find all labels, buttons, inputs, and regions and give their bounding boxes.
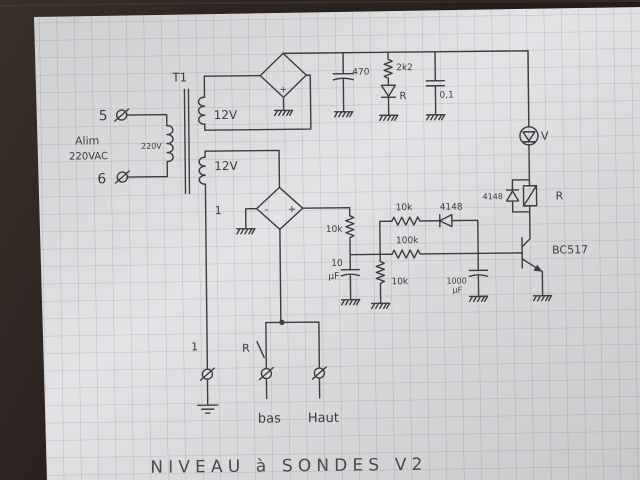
wire-secondary-to-bridge-right <box>204 74 312 131</box>
capacitor-1000uf: 1000 µF <box>446 252 489 303</box>
secondary-bottom-voltage-label: 12V <box>214 159 238 173</box>
relay-coil: R <box>522 185 564 231</box>
probe-stage: - + 10k 10 µF 100k 10k <box>191 149 523 427</box>
secondary-coil-bottom <box>198 156 207 185</box>
primary-wire-top <box>125 113 168 127</box>
led-green: V <box>519 126 549 187</box>
wire-secondary-to-bridge-left <box>203 74 261 98</box>
resistor-10k-branch: 10k <box>391 203 441 226</box>
wire-probe-leads <box>265 378 321 400</box>
capacitor-1000uf-unit: µF <box>452 286 462 295</box>
resistor-2k2: 2k2 <box>383 51 413 86</box>
transformer-t1: T1 5 6 Alim 220VAC 220V 12V 12V <box>69 70 239 195</box>
wire-label-1-top: 1 <box>215 204 222 217</box>
transformer-name: T1 <box>171 70 187 84</box>
resistor-2k2-label: 2k2 <box>396 63 413 73</box>
primary-coil <box>166 124 174 163</box>
diode-4148-branch: 4148 <box>439 203 479 255</box>
terminal-6-label: 6 <box>97 171 106 187</box>
diagram-title: NIVEAU à SONDES V2 <box>150 455 422 478</box>
relay-label: R <box>555 189 563 202</box>
capacitor-1000uf-value: 1000 <box>446 276 466 285</box>
resistor-100k: 100k <box>391 236 523 259</box>
capacitor-10uf-value: 10 <box>331 259 343 269</box>
wire-secondary-to-bridge-top <box>204 149 281 189</box>
resistor-10k-series-label: 10k <box>326 225 344 235</box>
bridge-top-plus-mark: + <box>279 85 287 95</box>
secondary-top-voltage-label: 12V <box>214 108 238 122</box>
secondary-coil-top <box>197 96 206 125</box>
wire-probe-split <box>265 321 321 369</box>
bridge-rectifier-top <box>259 52 307 99</box>
wire-common-return <box>204 183 209 369</box>
terminal-5-label: 5 <box>99 108 108 124</box>
resistor-10k-pulldown: 10k <box>370 253 409 310</box>
diode-4148-branch-label: 4148 <box>440 203 463 213</box>
transformer-core <box>183 88 191 195</box>
circuit-drawing: T1 5 6 Alim 220VAC 220V 12V 12V + <box>69 50 588 478</box>
capacitor-0-1-label: 0,1 <box>439 91 453 101</box>
wire-bridge-negative-to-probes <box>279 228 282 324</box>
positive-rail <box>282 50 530 128</box>
primary-wire-bottom <box>126 160 169 178</box>
led-green-label: V <box>541 130 549 143</box>
supply-label: Alim <box>75 134 99 147</box>
probe-high-label: Haut <box>308 411 339 426</box>
relay-flyback-diode: 4148 <box>483 179 531 213</box>
output-stage: V R 4148 BC517 <box>483 126 588 302</box>
wood-grain-streak <box>0 0 640 7</box>
probe-low-label: bas <box>258 411 281 426</box>
bridge-bottom-minus-mark: - <box>265 205 269 216</box>
capacitor-10uf: 10 µF <box>328 259 361 306</box>
supply-stage: + 470 2k2 R 0,1 <box>203 50 530 131</box>
resistor-10k-series: 10k <box>326 214 355 271</box>
transistor-bc517: BC517 <box>521 229 588 302</box>
capacitor-10uf-unit: µF <box>328 272 339 282</box>
transistor-label: BC517 <box>552 243 588 256</box>
wire-label-1-bottom: 1 <box>191 340 198 353</box>
capacitor-0-1: 0,1 <box>425 51 454 121</box>
bridge-bottom-plus-mark: + <box>288 204 297 215</box>
capacitor-470-label: 470 <box>352 67 370 77</box>
led-red: R <box>378 84 407 122</box>
supply-voltage-label: 220VAC <box>69 151 108 162</box>
probe-switch-label: R <box>242 342 250 355</box>
resistor-10k-branch-label: 10k <box>396 203 414 213</box>
resistor-100k-label: 100k <box>396 236 419 246</box>
primary-voltage-label: 220V <box>141 142 162 151</box>
wire-bridge-positive <box>301 206 351 217</box>
wire-bridge-to-ground <box>244 207 258 224</box>
wire-branch-up <box>379 220 393 256</box>
led-red-label: R <box>399 91 406 102</box>
probe-switch-arm <box>256 340 265 359</box>
relay-diode-label: 4148 <box>483 192 503 201</box>
resistor-10k-pulldown-label: 10k <box>391 277 409 287</box>
capacitor-470: 470 <box>332 52 370 118</box>
